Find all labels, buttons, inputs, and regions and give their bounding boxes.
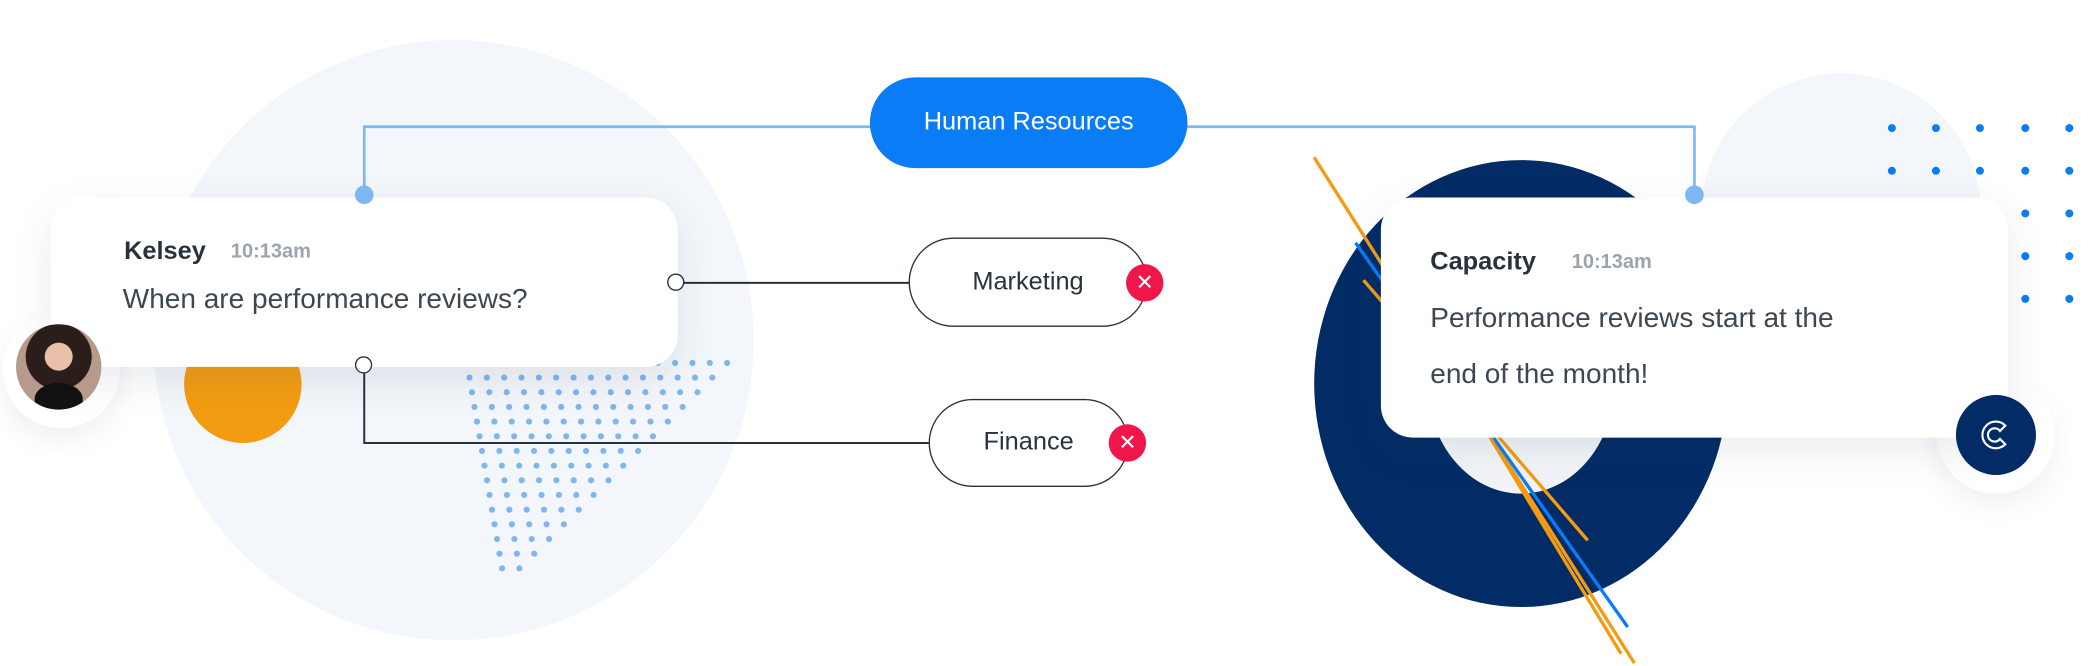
message-text-line1: Performance reviews start at the: [1430, 302, 1834, 334]
sender-name: Capacity: [1430, 248, 1536, 277]
connector-node-bottom[interactable]: [354, 356, 373, 374]
connector-node-bot: [1685, 185, 1704, 205]
capacity-logo-icon: [1955, 394, 2036, 475]
avatar: [16, 324, 102, 410]
message-text: When are performance reviews?: [122, 284, 528, 315]
remove-finance-button[interactable]: ✕: [1108, 424, 1147, 462]
department-pill-finance[interactable]: Finance: [928, 398, 1129, 487]
message-time: 10:13am: [1571, 250, 1652, 274]
hub-pill-human-resources[interactable]: Human Resources: [869, 77, 1188, 169]
user-message-card: Kelsey 10:13am When are performance revi…: [50, 197, 678, 367]
message-text-line2: end of the month!: [1430, 358, 1649, 390]
department-label: Finance: [983, 428, 1074, 457]
connector-node-right[interactable]: [667, 273, 685, 291]
close-icon: ✕: [1135, 272, 1154, 295]
message-time: 10:13am: [230, 240, 311, 263]
connector-node-top: [354, 185, 374, 205]
sender-name: Kelsey: [124, 237, 206, 266]
remove-marketing-button[interactable]: ✕: [1126, 264, 1164, 302]
department-label: Marketing: [972, 267, 1084, 296]
bot-message-card: Capacity 10:13am Performance reviews sta…: [1380, 197, 2008, 438]
close-icon: ✕: [1118, 432, 1137, 455]
hub-label: Human Resources: [923, 108, 1134, 137]
department-pill-marketing[interactable]: Marketing: [908, 237, 1148, 327]
